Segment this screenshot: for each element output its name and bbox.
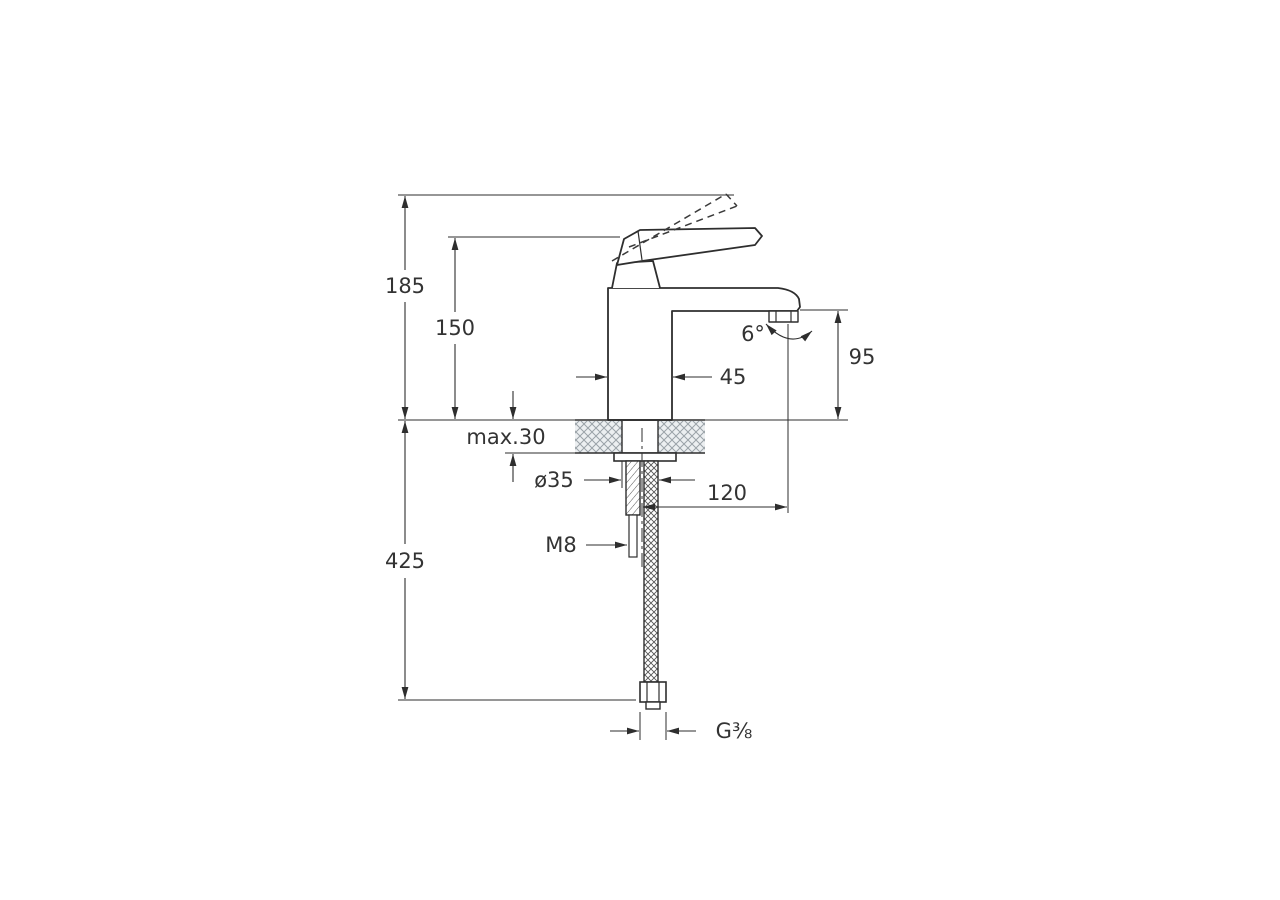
label-deck-thickness: max.30 (466, 425, 545, 449)
faucet (607, 227, 801, 421)
label-stud-thread: M8 (545, 533, 576, 557)
mounting-washer (613, 452, 677, 462)
threaded-stud (625, 460, 641, 516)
dimension-labels: 185 150 95 45 max.30 ø35 120 M8 425 6° G… (385, 274, 875, 743)
label-swivel-angle: 6° (741, 322, 765, 346)
label-hose-length: 425 (385, 549, 425, 573)
stud-lower-section (628, 514, 638, 558)
extension-lines (398, 194, 848, 740)
supply-hose (643, 460, 659, 683)
label-body-width: 45 (720, 365, 747, 389)
label-spout-height: 95 (849, 345, 876, 369)
swivel-arc (765, 323, 813, 342)
hose-nut (639, 681, 667, 703)
dim-swivel-arc (765, 323, 813, 342)
dashed-handle-end-cap (725, 193, 738, 207)
handle-raised-dashed (611, 193, 738, 262)
dashed-handle-top-edge (611, 193, 727, 262)
hose-tip (645, 701, 661, 710)
faucet-body-spout (607, 287, 801, 421)
mounting-deck (575, 419, 705, 454)
dashed-handle-bottom-edge (628, 205, 738, 248)
dimension-lines (401, 196, 842, 735)
handle-joint-line (637, 230, 643, 261)
label-hose-connection: G⅜ (716, 719, 753, 743)
spout-aerator (768, 310, 799, 323)
label-hole-diameter: ø35 (534, 468, 574, 492)
deck-hole (622, 421, 658, 453)
under-deck-assembly (613, 428, 677, 710)
label-handle-height: 150 (435, 316, 475, 340)
label-total-height: 185 (385, 274, 425, 298)
label-spout-reach: 120 (707, 481, 747, 505)
